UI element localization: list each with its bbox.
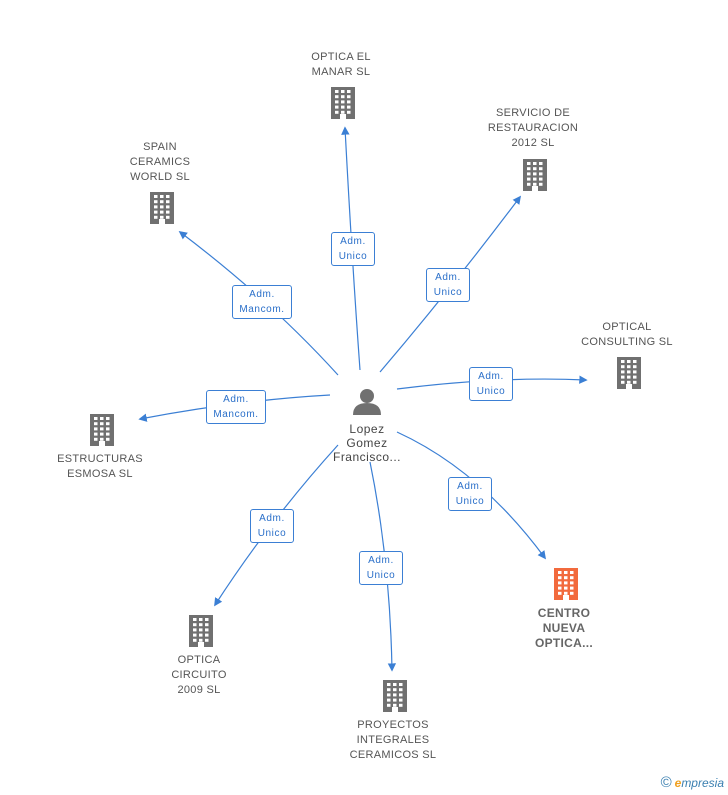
company-label-spain-ceramics[interactable]: SPAIN CERAMICS WORLD SL [110, 140, 210, 185]
relation-badge-line: Unico [476, 386, 506, 397]
relation-badge-line: Unico [455, 496, 485, 507]
relation-badge-line: Adm. [259, 513, 285, 524]
company-label-line: ESTRUCTURAS [57, 453, 143, 465]
company-label-estructuras-esmosa[interactable]: ESTRUCTURAS ESMOSA SL [45, 452, 155, 482]
building-icon-proyectos-integrales[interactable] [383, 680, 407, 712]
relation-badge-line: Adm. [249, 289, 275, 300]
building-icon-centro-nueva-optica[interactable] [554, 568, 578, 600]
company-label-line: PROYECTOS [357, 719, 429, 731]
copyright-symbol: © [660, 774, 672, 791]
brand-footer: ©empresia [661, 774, 724, 791]
brand-logo-text: mpresia [681, 776, 724, 790]
relation-badge-centro-nueva-optica[interactable]: Adm. Unico [448, 477, 492, 511]
company-label-line: OPTICA EL [311, 51, 371, 63]
person-name-line: Francisco... [332, 450, 401, 464]
company-label-line: 2012 SL [511, 137, 555, 149]
company-label-proyectos-integrales[interactable]: PROYECTOS INTEGRALES CERAMICOS SL [333, 718, 453, 763]
company-label-optica-el-manar[interactable]: OPTICA EL MANAR SL [286, 50, 396, 80]
company-label-line: INTEGRALES [356, 734, 430, 746]
person-name-line: Gomez [346, 436, 388, 450]
relation-badge-line: Adm. [457, 481, 483, 492]
company-label-line: SPAIN [143, 141, 177, 153]
company-label-optica-circuito[interactable]: OPTICA CIRCUITO 2009 SL [149, 653, 249, 698]
company-label-servicio-restauracion[interactable]: SERVICIO DE RESTAURACION 2012 SL [473, 106, 593, 151]
company-label-line: CONSULTING SL [581, 336, 673, 348]
company-label-line: OPTICAL [602, 321, 652, 333]
company-label-line: SERVICIO DE [495, 107, 570, 119]
relation-badge-optica-el-manar[interactable]: Adm. Unico [331, 232, 375, 266]
building-icon-servicio-restauracion[interactable] [523, 159, 547, 191]
company-label-line: 2009 SL [177, 684, 221, 696]
company-label-line: CERAMICOS SL [349, 749, 437, 761]
building-icon-optica-el-manar[interactable] [331, 87, 355, 119]
relation-badge-line: Unico [366, 570, 396, 581]
relation-badge-line: Adm. [478, 371, 504, 382]
relation-badge-line: Adm. [368, 555, 394, 566]
building-icon-optica-circuito[interactable] [189, 615, 213, 647]
relation-badge-servicio-restauracion[interactable]: Adm. Unico [426, 268, 470, 302]
company-label-line: OPTICA [177, 654, 221, 666]
company-label-line: CERAMICS [129, 156, 191, 168]
relation-badge-optical-consulting[interactable]: Adm. Unico [469, 367, 513, 401]
relation-badge-line: Unico [257, 528, 287, 539]
relation-badge-line: Unico [338, 251, 368, 262]
relation-badge-line: Adm. [340, 236, 366, 247]
building-icon-estructuras-esmosa[interactable] [90, 414, 114, 446]
relation-badge-estructuras-esmosa[interactable]: Adm. Mancom. [206, 390, 266, 424]
company-label-line: WORLD SL [130, 171, 190, 183]
building-icon-optical-consulting[interactable] [617, 357, 641, 389]
company-label-line: CENTRO [537, 606, 591, 620]
relation-badge-line: Mancom. [213, 409, 259, 420]
company-label-line: RESTAURACION [487, 122, 579, 134]
relation-badge-proyectos-integrales[interactable]: Adm. Unico [359, 551, 403, 585]
relation-badge-line: Adm. [223, 394, 249, 405]
relation-badge-optica-circuito[interactable]: Adm. Unico [250, 509, 294, 543]
person-icon[interactable] [353, 389, 381, 415]
company-label-line: OPTICA... [534, 636, 594, 650]
relation-badge-spain-ceramics[interactable]: Adm. Mancom. [232, 285, 292, 319]
relation-badge-line: Adm. [435, 272, 461, 283]
company-label-line: CIRCUITO [171, 669, 227, 681]
company-label-line: MANAR SL [311, 66, 371, 78]
building-icon-spain-ceramics[interactable] [150, 192, 174, 224]
relation-badge-line: Unico [433, 287, 463, 298]
brand-logo-initial: e [674, 776, 682, 790]
person-name-line: Lopez [349, 422, 385, 436]
relation-badge-line: Mancom. [239, 304, 285, 315]
company-label-line: NUEVA [542, 621, 586, 635]
company-label-line: ESMOSA SL [67, 468, 133, 480]
company-label-optical-consulting[interactable]: OPTICAL CONSULTING SL [572, 320, 682, 350]
